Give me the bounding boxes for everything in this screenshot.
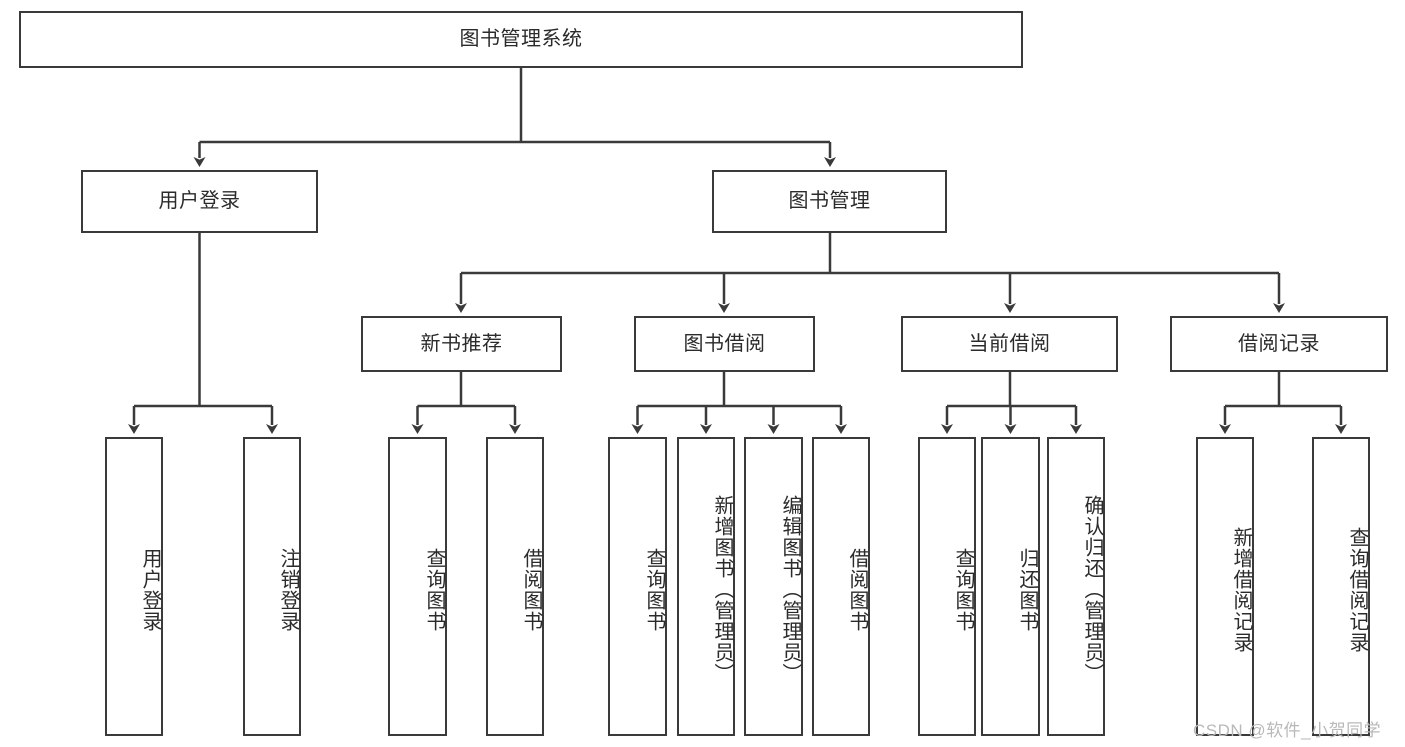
node-label: 注销登录 (277, 547, 299, 632)
node-label: 新书推荐 (420, 332, 503, 355)
node-user-login[interactable]: 用户登录 (81, 170, 318, 233)
leaf-logout-login[interactable]: 注销登录 (243, 437, 301, 736)
node-label: 查询图书 (952, 547, 974, 632)
node-book-management[interactable]: 图书管理 (712, 170, 947, 233)
leaf-borrow-book[interactable]: 借阅图书 (812, 437, 870, 736)
csdn-watermark: CSDN @软件_小贺同学 (1193, 721, 1382, 740)
node-label: 编辑图书（管理员） (779, 495, 801, 684)
node-label: 新增借阅记录 (1230, 526, 1252, 653)
node-borrow-records[interactable]: 借阅记录 (1170, 316, 1388, 372)
node-label: 借阅记录 (1238, 332, 1320, 355)
leaf-query-borrow-record[interactable]: 查询借阅记录 (1312, 437, 1370, 736)
node-label: 图书管理系统 (459, 28, 583, 50)
node-label: 查询借阅记录 (1346, 526, 1368, 653)
leaf-add-book-admin[interactable]: 新增图书（管理员） (677, 437, 735, 736)
node-label: 图书管理 (788, 190, 871, 212)
node-label: 用户登录 (139, 547, 161, 632)
leaf-query-book-recommend[interactable]: 查询图书 (388, 437, 447, 736)
leaf-query-book-current[interactable]: 查询图书 (918, 437, 976, 736)
node-label: 当前借阅 (968, 332, 1051, 355)
leaf-return-book[interactable]: 归还图书 (981, 437, 1040, 736)
node-label: 借阅图书 (520, 547, 542, 632)
node-label: 确认归还（管理员） (1081, 495, 1103, 684)
leaf-query-book-borrow[interactable]: 查询图书 (608, 437, 667, 736)
node-label: 查询图书 (643, 547, 665, 632)
node-new-book-recommend[interactable]: 新书推荐 (361, 316, 562, 372)
leaf-add-borrow-record[interactable]: 新增借阅记录 (1196, 437, 1254, 736)
node-current-borrow[interactable]: 当前借阅 (901, 316, 1118, 372)
leaf-confirm-return-admin[interactable]: 确认归还（管理员） (1047, 437, 1105, 736)
node-root[interactable]: 图书管理系统 (19, 11, 1023, 68)
node-label: 归还图书 (1016, 547, 1038, 632)
leaf-user-login[interactable]: 用户登录 (105, 437, 163, 736)
node-label: 用户登录 (158, 190, 241, 212)
node-book-borrow[interactable]: 图书借阅 (634, 316, 815, 372)
node-label: 图书借阅 (683, 332, 766, 355)
node-label: 新增图书（管理员） (711, 495, 733, 684)
node-label: 借阅图书 (846, 547, 868, 632)
node-label: 查询图书 (423, 547, 445, 632)
leaf-borrow-book-recommend[interactable]: 借阅图书 (486, 437, 544, 736)
leaf-edit-book-admin[interactable]: 编辑图书（管理员） (744, 437, 803, 736)
